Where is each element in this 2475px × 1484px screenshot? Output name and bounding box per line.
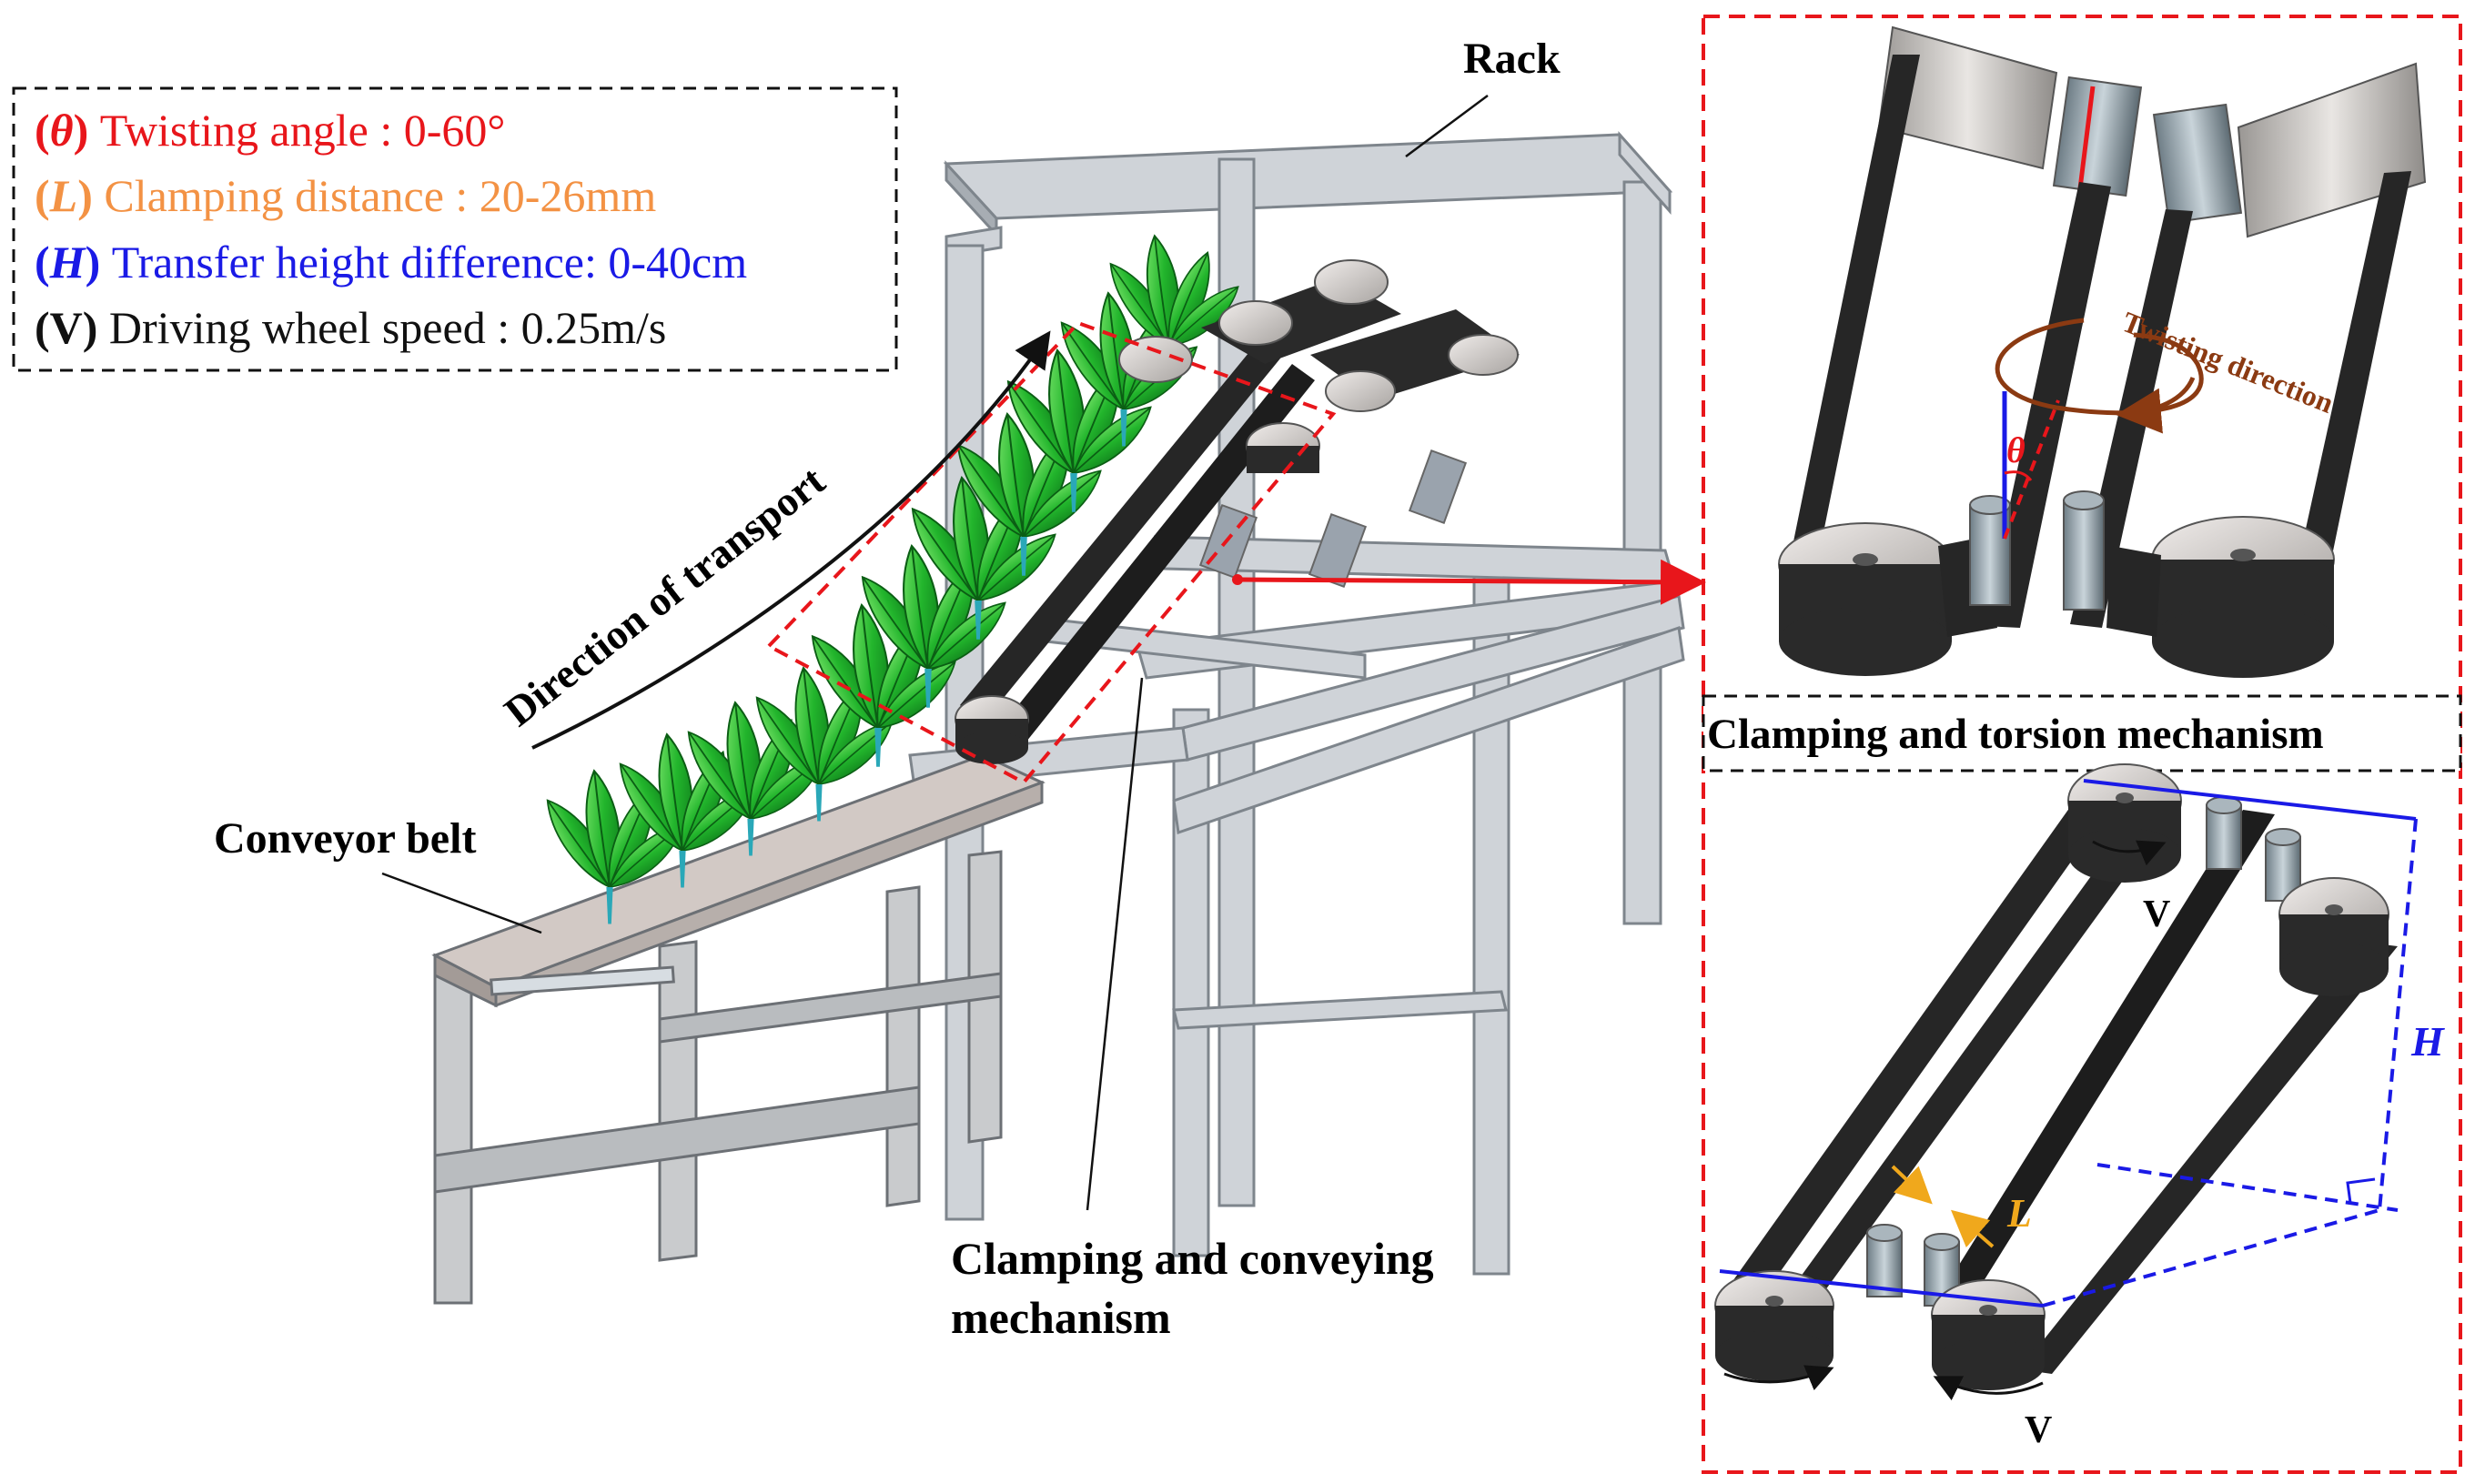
bottom-plane-line bbox=[1719, 1269, 2044, 1307]
height-detail: H L V V bbox=[1714, 763, 2445, 1451]
conveyor-label: Conveyor belt bbox=[214, 814, 476, 863]
height-dimension-line bbox=[2378, 818, 2418, 1211]
conveyor-leader bbox=[381, 872, 542, 934]
clamp-convey-label-line1: Clamping and conveying bbox=[951, 1233, 1434, 1284]
rack-label: Rack bbox=[1463, 35, 1561, 83]
clamp-convey-leader bbox=[1086, 677, 1144, 1211]
param-v-label: Driving wheel speed : 0.25m/s bbox=[109, 302, 666, 353]
theta-label: θ bbox=[2006, 429, 2025, 470]
param-theta-open: ( bbox=[35, 105, 50, 156]
twist-reference-line bbox=[2076, 86, 2096, 197]
param-theta-symbol: θ bbox=[50, 105, 74, 156]
twisting-detail: θ Twisting direction bbox=[1778, 25, 2427, 678]
top-plane-line bbox=[2083, 779, 2417, 821]
torsion-mechanism-title: Clamping and torsion mechanism bbox=[1707, 711, 2324, 758]
bottom-plane-extension-2 bbox=[2096, 1163, 2399, 1212]
param-l-label: Clamping distance : 20-26mm bbox=[104, 170, 656, 221]
parameter-legend: (θ) Twisting angle : 0-60° (L) Clamping … bbox=[12, 86, 898, 372]
transport-direction-label: Direction of transport bbox=[496, 457, 834, 735]
theta-arc bbox=[2004, 470, 2033, 481]
detail-pointer-arrow bbox=[1237, 559, 1706, 605]
h-label: H bbox=[2410, 1018, 2445, 1065]
clamp-convey-label-line2: mechanism bbox=[951, 1292, 1171, 1343]
rack-leader bbox=[1405, 94, 1489, 158]
param-h-label: Transfer height difference: 0-40cm bbox=[112, 237, 747, 288]
transport-direction-arrow bbox=[531, 330, 1051, 750]
param-l-symbol: L bbox=[49, 170, 78, 221]
param-v-symbol: V bbox=[50, 302, 83, 353]
twisted-axis-line bbox=[2003, 399, 2060, 540]
param-theta-label: Twisting angle : 0-60° bbox=[100, 105, 506, 156]
clamping-belts bbox=[955, 259, 1520, 764]
svg-text:(H) Transfer height difference: (H) Transfer height difference: 0-40cm bbox=[35, 237, 747, 288]
detail-panel: Clamping and torsion mechanism bbox=[1702, 15, 2462, 1474]
main-machine: Direction of transport Rack Conveyor bel… bbox=[214, 35, 1706, 1343]
conveyor-table bbox=[431, 753, 1046, 1305]
l-label: L bbox=[2006, 1191, 2032, 1236]
v-label-top: V bbox=[2143, 893, 2170, 935]
svg-text:(L) Clamping distance : 20-26m: (L) Clamping distance : 20-26mm bbox=[35, 170, 656, 221]
v-label-bottom: V bbox=[2025, 1409, 2052, 1451]
param-h-symbol: H bbox=[49, 237, 87, 288]
svg-text:(V) Driving wheel speed : 0.25: (V) Driving wheel speed : 0.25m/s bbox=[35, 302, 666, 353]
clamp-highlight-box bbox=[765, 320, 1337, 785]
svg-text:(θ) Twisting angle : 0-60°: (θ) Twisting angle : 0-60° bbox=[35, 105, 505, 156]
bottom-plane-extension-1 bbox=[2042, 1208, 2380, 1307]
